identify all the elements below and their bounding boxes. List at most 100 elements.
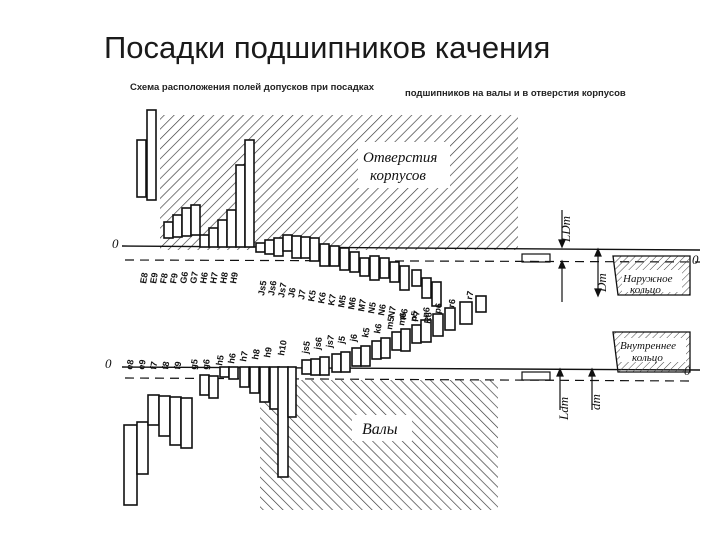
shaft-label: Валы	[362, 421, 398, 438]
fit-label-J6: J6	[286, 287, 298, 299]
field-j6	[340, 351, 351, 373]
inner-ring-lower-deviation-line	[124, 377, 691, 382]
field-h6	[228, 366, 239, 380]
field-N7	[379, 257, 390, 279]
field-f9	[169, 396, 182, 446]
zero-line-lower	[121, 366, 701, 371]
fit-label-R6: R6	[422, 311, 434, 324]
field-h8	[249, 366, 260, 394]
zero-mark-upper-left: 0	[112, 236, 119, 251]
field-H10	[235, 164, 246, 248]
slide-title: Посадки подшипников качения	[104, 30, 551, 65]
fit-label-H7: H7	[208, 271, 220, 284]
fit-label-F9: F9	[168, 272, 180, 284]
field-R6	[421, 277, 432, 299]
field-P6	[399, 265, 410, 291]
field-P7	[411, 269, 422, 287]
fit-label-N6: N6	[376, 303, 388, 316]
field-k6	[360, 345, 371, 367]
field-R7	[431, 281, 442, 307]
field-j5	[331, 353, 342, 373]
fit-label-h5: h5	[214, 354, 226, 366]
fit-label-n6: n6	[420, 306, 432, 318]
fit-label-h6: h6	[226, 352, 238, 364]
field-H8	[217, 219, 228, 248]
field-g5	[199, 374, 210, 396]
fit-label-P7: P7	[410, 310, 422, 323]
field-h11	[277, 366, 289, 478]
field-h9	[259, 366, 270, 403]
fit-label-H9: H9	[228, 271, 240, 284]
fit-label-N7: N7	[386, 305, 398, 318]
shaft-label-plate	[352, 415, 412, 441]
field-K7	[319, 243, 330, 267]
diagram-caption-left: Схема расположения полей допусков при по…	[130, 82, 375, 93]
field-f8	[158, 395, 171, 437]
dim-label-dm: dm	[588, 394, 603, 410]
shaft-tolerance-fields	[123, 295, 487, 506]
housing-label-line2: корпусов	[370, 168, 426, 184]
fit-label-n5: n5	[408, 310, 420, 322]
fit-label-k5: k5	[360, 327, 372, 339]
field-n5	[391, 331, 402, 351]
fit-label-J7: J7	[296, 289, 308, 301]
zero-mark-lower-left: 0	[105, 356, 112, 371]
field-H6	[199, 234, 210, 248]
dimension-arrows	[556, 210, 602, 410]
field-N5	[359, 257, 370, 277]
field-js6	[310, 358, 321, 376]
fit-label-g6: g6	[200, 358, 212, 370]
fit-label-E8: E8	[138, 272, 150, 285]
fit-label-G7: G7	[188, 271, 200, 285]
outer-ring-label-plate	[622, 270, 682, 292]
field-G6	[181, 207, 192, 237]
field-H9	[226, 209, 237, 248]
shaft-fit-labels: e8 e9 f7 f8 f9 g5 g6 h5 h6 h7 h8 h9 h10 …	[124, 290, 475, 370]
field-F8	[163, 221, 174, 239]
outer-ring-label-line2: кольцо	[630, 284, 661, 296]
fit-label-P6: P6	[398, 308, 410, 321]
fit-label-e9: e9	[136, 359, 148, 371]
fit-label-f8: f8	[160, 361, 171, 371]
fit-label-K7: K7	[326, 293, 338, 306]
field-M7	[349, 251, 360, 273]
field-e8	[123, 424, 138, 506]
fit-label-js5: js5	[300, 340, 312, 355]
field-f10	[180, 397, 193, 449]
fit-label-f9: f9	[172, 361, 183, 371]
fit-label-h8: h8	[250, 348, 262, 360]
field-J7	[291, 235, 302, 259]
field-M6	[339, 247, 350, 271]
fit-label-K5: K5	[306, 289, 318, 302]
field-r6	[432, 313, 444, 337]
outer-ring-lower-deviation-line	[124, 259, 701, 263]
field-p6	[411, 324, 422, 344]
fit-label-m5: m5	[384, 316, 396, 331]
fit-label-j6: j6	[348, 333, 359, 343]
field-N6	[369, 255, 380, 281]
inner-ring-label-line1: Внутреннее	[620, 340, 676, 352]
fit-label-h9: h9	[262, 346, 274, 358]
shaft-hatch-area	[260, 380, 498, 510]
field-g6	[208, 375, 219, 399]
field-Js7	[273, 237, 284, 257]
inner-ring-label-plate	[620, 338, 686, 362]
fit-label-M5: M5	[336, 294, 348, 308]
field-js5	[301, 359, 312, 375]
fit-label-H8: H8	[218, 271, 230, 284]
fit-label-Js7: Js7	[276, 282, 288, 299]
outer-ring-label-line1: Наружное	[622, 273, 673, 285]
fit-label-Js5: Js5	[256, 280, 268, 297]
field-m6	[380, 337, 391, 359]
fit-label-K6: K6	[316, 291, 328, 304]
field-Js6	[264, 239, 275, 255]
housing-tolerance-fields	[136, 109, 442, 307]
fit-label-Js6: Js6	[266, 280, 278, 297]
dim-label-Dm: Dm	[594, 273, 609, 293]
field-H7	[208, 227, 219, 248]
field-F9	[172, 214, 183, 238]
fit-label-j5: j5	[336, 335, 347, 345]
field-K6	[309, 237, 320, 262]
zero-mark-upper-right: 0	[692, 252, 699, 267]
field-h5	[219, 366, 230, 378]
